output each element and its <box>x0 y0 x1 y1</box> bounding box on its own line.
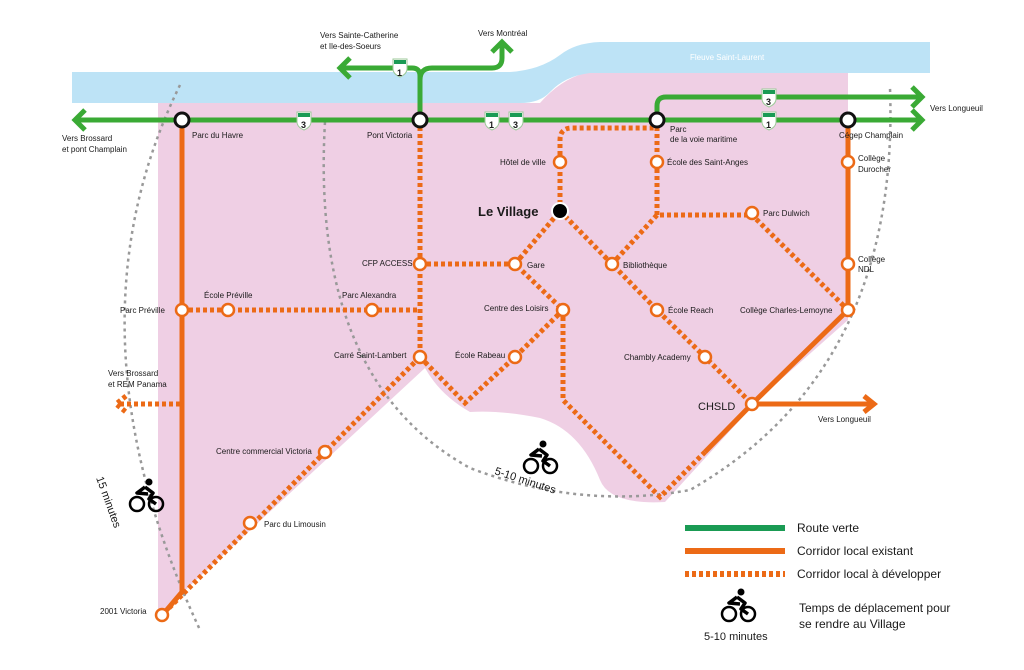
station <box>604 256 620 272</box>
station <box>840 154 856 170</box>
station-label: Carré Saint-Lambert <box>334 351 407 360</box>
station-label: Gare <box>527 261 545 270</box>
station-label: Collège Charles-Lemoyne <box>740 306 833 315</box>
isochrone-5-10min <box>322 87 892 498</box>
river-label: Fleuve Saint-Laurent <box>690 53 765 62</box>
station-label: Durocher <box>858 165 891 174</box>
dest-label: et Ile-des-Soeurs <box>320 42 381 51</box>
dest-label: Vers Montréal <box>478 29 528 38</box>
dest-label: Vers Brossard <box>108 369 158 378</box>
dest-label: et REM Panama <box>108 380 167 389</box>
dest-label: Vers Longueuil <box>818 415 871 424</box>
route-1-shield: 1 <box>397 68 402 78</box>
station-voie-maritime <box>648 111 666 129</box>
dest-label: Vers Sainte-Catherine <box>320 31 399 40</box>
legend-bike-caption: 5-10 minutes <box>704 631 768 643</box>
route-3-shield: 3 <box>766 97 771 107</box>
station <box>552 154 568 170</box>
station-label: Bibliothèque <box>623 261 668 270</box>
local-stations <box>154 154 856 623</box>
station-label: École Préville <box>204 291 253 300</box>
legend-label: Route verte <box>797 521 859 535</box>
station <box>840 256 856 272</box>
station-label: Pont Victoria <box>367 131 413 140</box>
station-parc-du-havre <box>173 111 191 129</box>
station <box>649 302 665 318</box>
route-1-shield: 1 <box>766 120 771 130</box>
legend: Route verte Corridor local existant Corr… <box>685 521 950 643</box>
station <box>364 302 380 318</box>
legend-label: Corridor local à développer <box>797 567 941 581</box>
station <box>412 256 428 272</box>
station-label: CFP ACCESS <box>362 259 413 268</box>
station-label: Collège <box>858 154 886 163</box>
dest-label: Vers Longueuil <box>930 104 983 113</box>
route-verte <box>71 38 926 132</box>
le-village-marker <box>551 202 569 220</box>
station-cegep-champlain <box>839 111 857 129</box>
bike-icon <box>522 438 559 475</box>
station <box>840 302 856 318</box>
station <box>507 256 523 272</box>
isochrone-15-label: 15 minutes <box>93 475 123 530</box>
station-pont-victoria <box>411 111 429 129</box>
river <box>72 42 930 103</box>
legend-label: Corridor local existant <box>797 544 914 558</box>
station-label: Parc du Limousin <box>264 520 326 529</box>
station <box>744 396 760 412</box>
station <box>412 349 428 365</box>
station <box>154 607 170 623</box>
corridor-a-developper <box>111 120 850 617</box>
station-label: NDL <box>858 265 875 274</box>
station-label: Centre commercial Victoria <box>216 447 312 456</box>
village-label: Le Village <box>478 204 538 219</box>
station-label: Parc <box>670 125 686 134</box>
labels: Vers Sainte-Catherine et Ile-des-Soeurs … <box>62 29 983 616</box>
isochrone-15min <box>123 84 202 631</box>
route-shields: 1 3 1 3 3 1 <box>296 58 777 131</box>
dest-label: et pont Champlain <box>62 145 127 154</box>
station-label: CHSLD <box>698 401 735 413</box>
station <box>649 154 665 170</box>
station <box>220 302 236 318</box>
station-label: École des Saint-Anges <box>667 158 748 167</box>
route-1-shield: 1 <box>489 120 494 130</box>
village-zone <box>158 73 848 620</box>
station <box>317 444 333 460</box>
station <box>744 205 760 221</box>
dest-label: Vers Brossard <box>62 134 112 143</box>
legend-label: se rendre au Village <box>799 617 906 631</box>
station-label: Hôtel de ville <box>500 158 546 167</box>
station-label: École Rabeau <box>455 351 505 360</box>
legend-label: Temps de déplacement pour <box>799 601 950 615</box>
bike-icon <box>720 586 757 623</box>
station <box>174 302 190 318</box>
station-label: Parc Alexandra <box>342 291 397 300</box>
station <box>555 302 571 318</box>
station-label: École Reach <box>668 306 713 315</box>
route-3-shield: 3 <box>513 120 518 130</box>
station-label: 2001 Victoria <box>100 607 147 616</box>
station-label: Parc Préville <box>120 306 165 315</box>
station <box>242 515 258 531</box>
station-label: Collège <box>858 255 886 264</box>
station-label: Parc Dulwich <box>763 209 810 218</box>
station-label: Parc du Havre <box>192 131 244 140</box>
station-label: de la voie maritime <box>670 135 738 144</box>
station <box>507 349 523 365</box>
station-label: Centre des Loisirs <box>484 304 548 313</box>
station-label: Cégep Champlain <box>839 131 903 140</box>
route-3-shield: 3 <box>301 120 306 130</box>
station <box>697 349 713 365</box>
station-label: Chambly Academy <box>624 353 691 362</box>
